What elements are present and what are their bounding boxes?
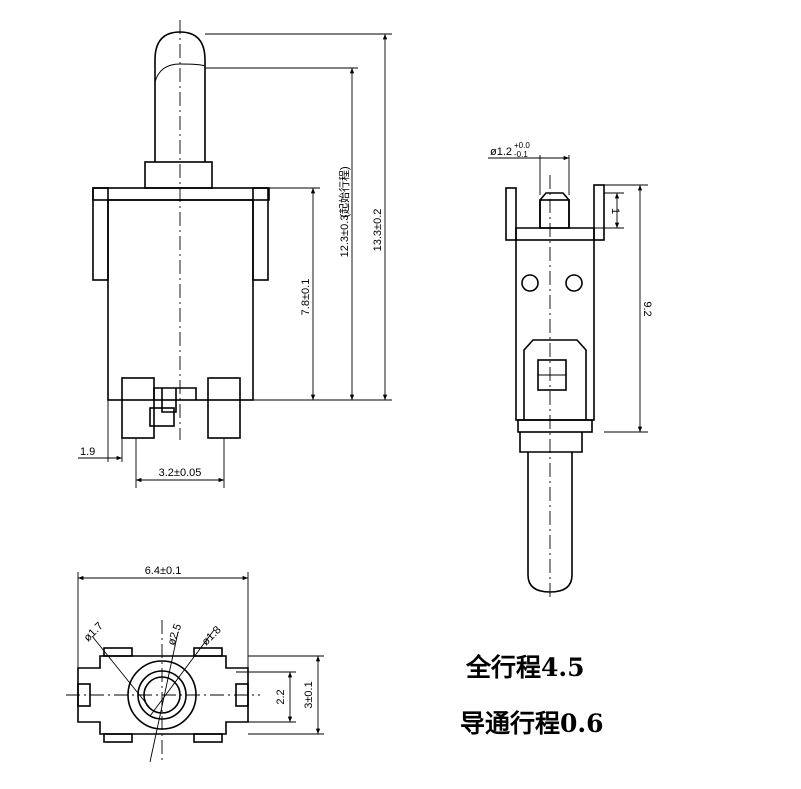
dim-tab-height: 1 xyxy=(609,208,621,214)
center-pin xyxy=(149,407,175,427)
front-view: 13.3±0.2 12.3±0.3 (起始行程) 7.8±0.1 1.9 3.2… xyxy=(78,20,392,488)
dim-height-body: 7.8±0.1 xyxy=(300,279,312,316)
bottom-view: 6.4±0.1 ø1.7 ø2.5 ø1.8 2.2 xyxy=(66,565,324,763)
dim-plunger-tol-lower: -0.1 xyxy=(514,150,528,159)
dim-plunger-tol-upper: +0.0 xyxy=(514,141,530,150)
dim-travel-note: (起始行程) xyxy=(337,166,351,217)
dim-dia-c: ø1.8 xyxy=(200,624,224,648)
hole-right xyxy=(565,274,583,292)
note-full-travel: 全行程4.5 xyxy=(466,653,585,682)
bottom-notch xyxy=(153,387,197,413)
plunger-cap xyxy=(539,199,570,229)
dim-height-center: 2.2 xyxy=(275,689,287,704)
dim-terminal-offset: 1.9 xyxy=(80,446,95,458)
dim-terminal-pitch: 3.2±0.05 xyxy=(159,467,202,479)
dim-side-height: 9.2 xyxy=(641,301,653,316)
side-collar xyxy=(517,419,593,433)
dim-dia-a: ø1.7 xyxy=(82,620,106,644)
bottom-terminal-tl xyxy=(103,647,133,657)
hole-left xyxy=(521,274,539,292)
bottom-terminal-br xyxy=(193,733,223,743)
left-clip xyxy=(92,187,109,281)
bottom-terminal-bl xyxy=(103,733,133,743)
right-clip xyxy=(252,187,269,281)
dim-width-bottom: 6.4±0.1 xyxy=(145,565,182,577)
side-view: ø1.2 +0.0 -0.1 1 9.2 xyxy=(488,141,653,600)
note-conduction-travel: 导通行程0.6 xyxy=(460,709,604,738)
side-frame xyxy=(515,227,595,240)
dim-depth-bottom: 3±0.1 xyxy=(303,681,315,708)
right-leg xyxy=(593,184,605,241)
side-body xyxy=(515,239,595,421)
right-terminal-block xyxy=(207,377,241,439)
dim-plunger-dia: ø1.2 xyxy=(490,146,512,158)
dim-height-overall: 13.3±0.2 xyxy=(372,209,384,252)
bottom-terminal-tr xyxy=(193,647,223,657)
left-terminal-block xyxy=(121,377,155,439)
plunger-tip xyxy=(539,192,570,228)
dim-height-body-top: 12.3±0.3 xyxy=(339,215,351,258)
dim-dia-b: ø2.5 xyxy=(166,622,185,647)
left-leg xyxy=(505,187,517,241)
top-flange xyxy=(92,187,270,201)
plunger-collar xyxy=(144,161,213,189)
body xyxy=(107,199,254,401)
inner-slot xyxy=(523,339,587,420)
side-neck xyxy=(519,432,583,453)
